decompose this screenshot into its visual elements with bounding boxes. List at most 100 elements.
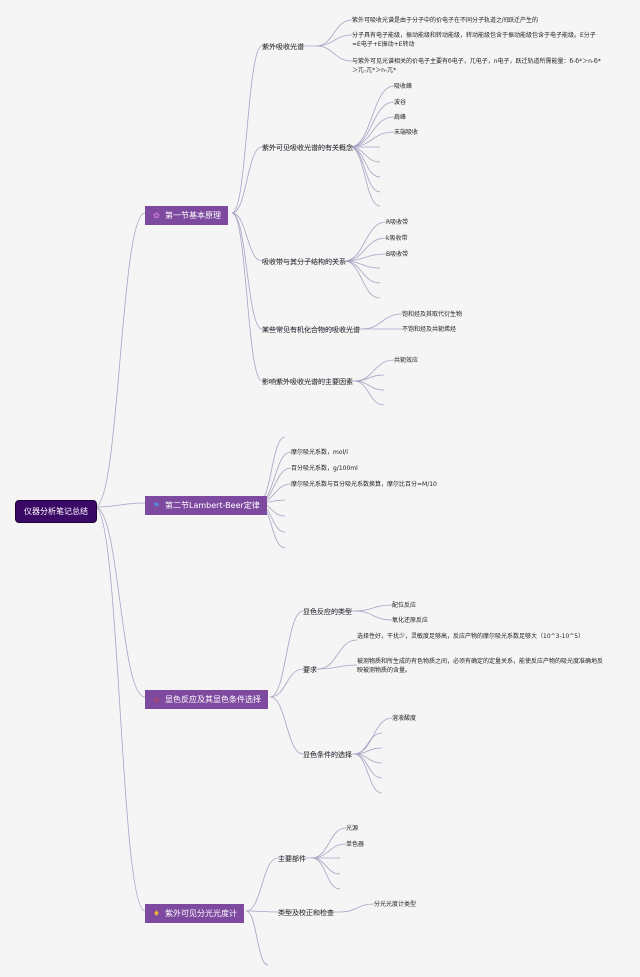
leaf-item: 吸收峰	[394, 83, 413, 90]
branch-label: 第二节Lambert-Beer定律	[165, 501, 260, 510]
branch-lambert-beer[interactable]: ⚑ 第二节Lambert-Beer定律	[145, 496, 267, 515]
topic-label: 影响紫外吸收光谱的主要因素	[262, 378, 353, 386]
connector	[349, 85, 395, 148]
topic-label: 类型及校正和检查	[278, 909, 334, 917]
connector	[311, 827, 347, 859]
leaf-item: 共轭效应	[394, 357, 419, 364]
connector	[315, 19, 353, 47]
connector	[257, 436, 286, 504]
topic-organic-spectra[interactable]: 某些常见有机化合物的吸收光谱	[262, 325, 360, 335]
connector	[349, 146, 381, 178]
connector	[269, 668, 304, 698]
connector	[315, 45, 353, 62]
leaf-item: 末端吸收	[394, 129, 419, 136]
topic-influencing-factors[interactable]: 影响紫外吸收光谱的主要因素	[262, 377, 353, 387]
connector	[94, 506, 146, 912]
leaf-item: 肩峰	[394, 114, 407, 121]
connector	[245, 857, 279, 912]
connector	[361, 313, 403, 330]
topic-main-components[interactable]: 主要部件	[278, 854, 306, 864]
leaf-item: 氧化还原反应	[392, 617, 429, 624]
topic-label: 显色条件的选择	[303, 751, 352, 759]
topic-requirements[interactable]: 要求	[303, 665, 317, 675]
connector	[349, 101, 395, 148]
leaf-item: 不饱和烃及共轭烯烃	[402, 326, 457, 333]
branch-label: 第一节基本原理	[165, 211, 221, 220]
branch-label: 紫外可见分光光度计	[165, 909, 237, 918]
leaf-item: 百分吸光系数，g/100ml	[291, 465, 358, 472]
connector	[343, 260, 381, 299]
leaf-item: 光源	[346, 825, 359, 832]
flag-icon: ⚑	[152, 501, 161, 510]
topic-types-calibration[interactable]: 类型及校正和检查	[278, 908, 334, 918]
topic-label: 主要部件	[278, 855, 306, 863]
connector	[315, 34, 353, 47]
leaf-item: B吸收带	[386, 251, 409, 258]
leaf-item: 摩尔吸光系数与百分吸光系数换算，摩尔比百分=M/10	[291, 481, 437, 488]
connector	[269, 610, 304, 698]
connector	[245, 910, 269, 966]
leaf-item: 溶液酸度	[392, 715, 417, 722]
branch-basic-principles[interactable]: ✿ 第一节基本原理	[145, 206, 228, 225]
connector	[353, 604, 393, 612]
connector	[311, 857, 341, 875]
connector	[245, 910, 279, 913]
connector	[311, 857, 341, 890]
connector	[353, 380, 385, 391]
connector	[339, 903, 375, 913]
leaf-item: 摩尔吸光系数，mol/l	[291, 449, 348, 456]
topic-label: 某些常见有机化合物的吸收光谱	[262, 326, 360, 334]
connector	[353, 753, 383, 794]
connector	[231, 146, 263, 214]
topic-reaction-types[interactable]: 显色反应的类型	[303, 607, 352, 617]
leaf-item: 紫外可吸收光谱是由于分子中的价电子在不同分子轨道之间跃迁产生的	[352, 17, 539, 24]
connector	[353, 610, 393, 621]
connector	[353, 732, 383, 755]
connector	[317, 639, 358, 670]
topic-label: 要求	[303, 666, 317, 674]
connector	[231, 212, 263, 330]
root-label: 仪器分析笔记总结	[24, 507, 88, 516]
topic-label: 吸收带与其分子结构的关系	[262, 258, 346, 266]
connector	[353, 359, 395, 382]
topic-label: 紫外吸收光谱	[262, 43, 304, 51]
connector	[349, 131, 395, 148]
gem-icon: ♦	[152, 909, 161, 918]
leaf-item: 饱和烃及其取代衍生物	[402, 311, 463, 318]
connector	[343, 253, 387, 262]
leaf-item: R吸收带	[386, 219, 409, 226]
topic-condition-selection[interactable]: 显色条件的选择	[303, 750, 352, 760]
connector	[231, 212, 263, 382]
connector	[353, 380, 385, 406]
leaf-item: 单色器	[346, 841, 365, 848]
branch-label: 显色反应及其显色条件选择	[165, 695, 261, 704]
leaf-item: 波谷	[394, 99, 407, 106]
flower-icon: ✿	[153, 211, 160, 220]
connector	[349, 146, 381, 193]
connector	[349, 116, 395, 148]
connector	[349, 146, 381, 207]
topic-absorption-bands[interactable]: 吸收带与其分子结构的关系	[262, 257, 346, 267]
topic-uv-concepts[interactable]: 紫外可见吸收光谱的有关概念	[262, 143, 353, 153]
connector	[231, 45, 263, 214]
connector	[343, 237, 387, 262]
connector	[94, 212, 146, 508]
leaf-item: 被测物质和所生成的有色物质之间，必须有确定的定量关系，能使反应产物的吸光度准确地…	[357, 658, 604, 674]
topic-label: 显色反应的类型	[303, 608, 352, 616]
connector	[317, 664, 358, 670]
leaf-item: 与紫外可见光谱相关的价电子主要有б电子，兀电子，n电子，跃迁轨道所需能量：б-б…	[352, 58, 601, 74]
connector	[269, 696, 304, 755]
topic-uv-spectrum[interactable]: 紫外吸收光谱	[262, 42, 304, 52]
connector	[311, 843, 347, 859]
connector	[231, 212, 263, 262]
leaf-item: k吸收带	[386, 235, 408, 242]
connector	[343, 221, 387, 262]
branch-color-reaction[interactable]: ⌂ 显色反应及其显色条件选择	[145, 690, 268, 709]
leaf-item: 分子具有电子能级，振动能级和转动能级，转动能级包含于振动能级包含于电子能级。E分…	[352, 32, 596, 48]
leaf-item: 选择性好，干扰少，灵敏度足够高，反应产物的摩尔吸光系数足够大（10^3-10^5…	[357, 633, 585, 640]
branch-spectrophotometer[interactable]: ♦ 紫外可见分光光度计	[145, 904, 244, 923]
root-node[interactable]: 仪器分析笔记总结	[15, 500, 97, 523]
connector	[94, 506, 146, 698]
